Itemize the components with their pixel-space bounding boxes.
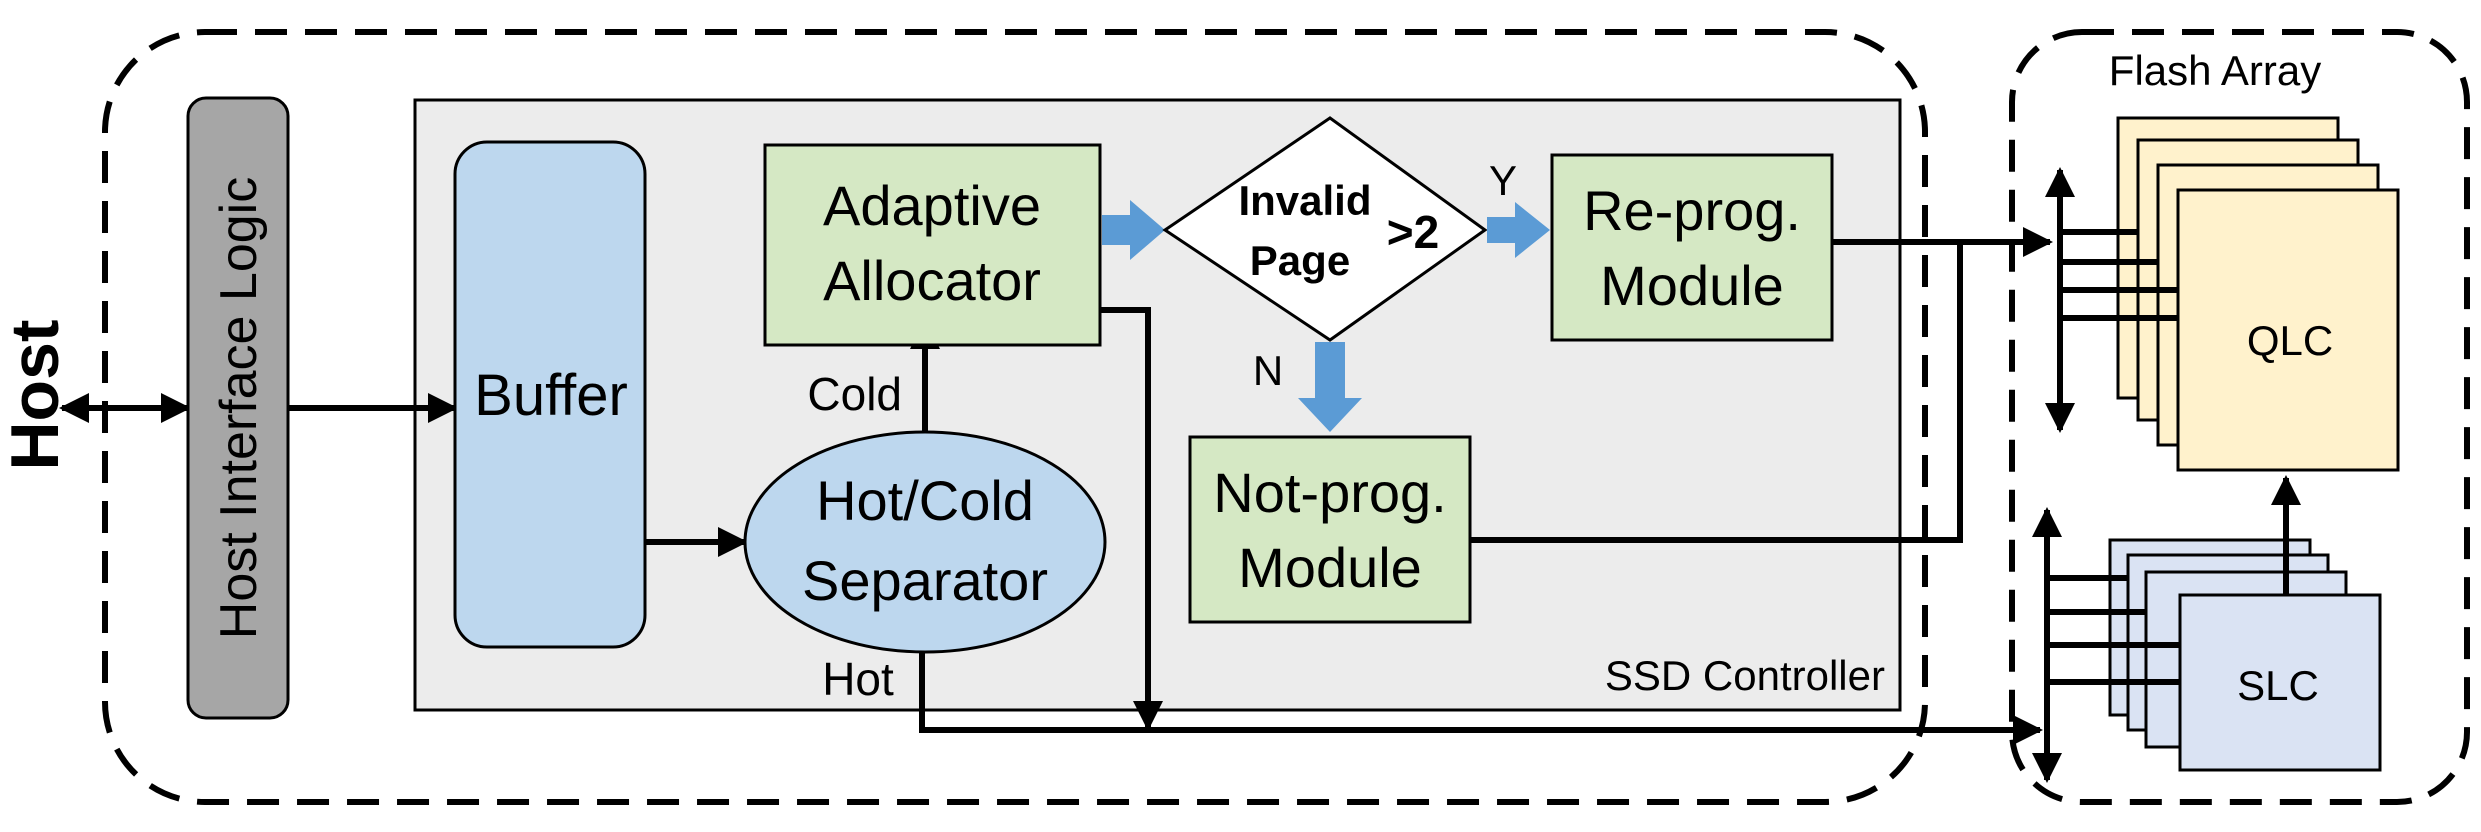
yes-label: Y: [1489, 157, 1517, 204]
notprog-to-qlc-line: [1470, 242, 1963, 543]
flash-array-boundary: [2009, 29, 2470, 805]
flash-array-title: Flash Array: [2109, 47, 2321, 94]
allocator-label-line1: Adaptive: [823, 174, 1041, 237]
reprog-module-box: [1550, 153, 1834, 342]
hot-label: Hot: [822, 653, 894, 705]
adaptive-allocator-box: [763, 143, 1102, 347]
notprog-label-line2: Module: [1238, 536, 1422, 599]
decision-to-notprog-arrow: [1298, 342, 1362, 432]
buffer-label: Buffer: [474, 363, 628, 428]
allocator-to-slc-line: [1100, 307, 1163, 731]
reprog-label-line2: Module: [1600, 254, 1784, 317]
reprog-label-line1: Re-prog.: [1583, 179, 1801, 242]
decision-label-line1: Invalid: [1238, 177, 1371, 224]
qlc-stack: [2116, 116, 2400, 472]
allocator-label-line2: Allocator: [823, 249, 1041, 312]
host-interface-logic-label: Host Interface Logic: [210, 177, 268, 639]
decision-to-reprog-arrow: [1487, 202, 1550, 258]
qlc-label: QLC: [2247, 317, 2333, 364]
invalid-page-decision: [1162, 116, 1488, 342]
decision-condition: >2: [1387, 206, 1439, 258]
slc-stack: [2108, 538, 2382, 772]
no-label: N: [1253, 347, 1283, 394]
host-label: Host: [0, 319, 73, 470]
slc-bus-taps: [2047, 575, 2180, 685]
hot-to-slc-arrow: [919, 652, 2043, 745]
allocator-to-decision-arrow: [1102, 200, 1165, 260]
hot-cold-separator: [743, 430, 1107, 654]
decision-label-line2: Page: [1250, 237, 1350, 284]
separator-label-line2: Separator: [802, 549, 1048, 612]
cold-label: Cold: [807, 368, 902, 420]
notprog-module-box: [1188, 435, 1472, 624]
separator-label-line1: Hot/Cold: [816, 469, 1034, 532]
notprog-label-line1: Not-prog.: [1213, 461, 1446, 524]
qlc-bus-taps: [2060, 229, 2178, 321]
buffer-box: [453, 140, 647, 649]
slc-label: SLC: [2237, 662, 2319, 709]
ssd-controller-label: SSD Controller: [1605, 652, 1885, 699]
